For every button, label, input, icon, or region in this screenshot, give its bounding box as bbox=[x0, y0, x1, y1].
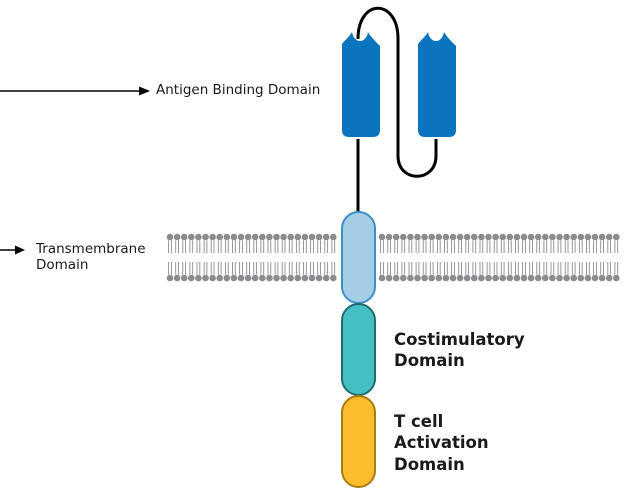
activation-label: T cell Activation Domain bbox=[394, 411, 489, 475]
lipid-molecule bbox=[287, 233, 295, 282]
transmembrane-label-line-2: Domain bbox=[36, 257, 89, 274]
lipid-molecule bbox=[251, 233, 259, 282]
lipid-molecule bbox=[294, 233, 302, 282]
transmembrane-arrow bbox=[0, 245, 25, 255]
lipid-molecule bbox=[613, 233, 620, 282]
lipid-molecule bbox=[166, 233, 174, 282]
transmembrane-domain bbox=[341, 211, 376, 304]
lipid-molecule bbox=[244, 233, 252, 282]
hinge-linker bbox=[356, 6, 438, 215]
lipid-molecule bbox=[549, 233, 556, 282]
lipid-bilayer bbox=[166, 233, 620, 282]
lipid-molecule bbox=[407, 233, 414, 282]
lipid-molecule bbox=[527, 233, 535, 282]
lipid-molecule bbox=[188, 233, 195, 282]
lipid-molecule bbox=[471, 233, 478, 282]
lipid-molecule bbox=[308, 233, 316, 282]
lipid-molecule bbox=[435, 233, 443, 282]
lipid-molecule bbox=[237, 233, 245, 282]
lipid-molecule bbox=[202, 233, 209, 282]
lipid-molecule bbox=[322, 233, 330, 282]
lipid-molecule bbox=[301, 233, 309, 282]
lipid-molecule bbox=[173, 233, 181, 282]
lipid-molecule bbox=[266, 233, 273, 282]
lipid-molecule bbox=[478, 233, 485, 282]
lipid-molecule bbox=[449, 233, 457, 282]
antigen-binding-arrow bbox=[0, 86, 150, 96]
lipid-molecule bbox=[463, 233, 471, 282]
lipid-molecule bbox=[421, 233, 428, 282]
antigen-binding-label: Antigen Binding Domain bbox=[156, 82, 321, 98]
lipid-molecule bbox=[556, 233, 563, 282]
lipid-molecule bbox=[584, 233, 592, 282]
costimulatory-domain bbox=[341, 303, 376, 396]
lipid-molecule bbox=[499, 233, 507, 282]
lipid-molecule bbox=[378, 233, 386, 282]
lipid-molecule bbox=[414, 233, 421, 282]
lipid-molecule bbox=[577, 233, 585, 282]
lipid-molecule bbox=[273, 233, 280, 282]
lipid-molecule bbox=[605, 233, 613, 282]
transmembrane-label: Transmembrane Domain bbox=[36, 241, 146, 273]
lipid-molecule bbox=[195, 233, 202, 282]
antigen-binding-domain-left bbox=[342, 32, 380, 137]
lipid-molecule bbox=[385, 233, 393, 282]
lipid-molecule bbox=[330, 233, 337, 282]
activation-label-line-3: Domain bbox=[394, 454, 465, 474]
lipid-molecule bbox=[563, 233, 570, 282]
lipid-molecule bbox=[485, 233, 492, 282]
lipid-molecule bbox=[591, 233, 599, 282]
lipid-molecule bbox=[315, 233, 323, 282]
antigen-binding-domain-right bbox=[418, 32, 456, 137]
lipid-molecule bbox=[506, 233, 514, 282]
lipid-molecule bbox=[492, 233, 499, 282]
lipid-molecule bbox=[223, 233, 231, 282]
lipid-molecule bbox=[216, 233, 223, 282]
lipid-molecule bbox=[230, 233, 238, 282]
lipid-molecule bbox=[534, 233, 542, 282]
lipid-molecule bbox=[442, 233, 450, 282]
lipid-molecule bbox=[392, 233, 400, 282]
activation-label-line-2: Activation bbox=[394, 433, 489, 453]
transmembrane-label-line-1: Transmembrane bbox=[36, 241, 146, 257]
lipid-molecule bbox=[456, 233, 464, 282]
lipid-molecule bbox=[513, 233, 521, 282]
lipid-molecule bbox=[570, 233, 577, 282]
lipid-molecule bbox=[280, 233, 287, 282]
costimulatory-label: Costimulatory Domain bbox=[394, 329, 525, 372]
lipid-molecule bbox=[209, 233, 216, 282]
lipid-molecule bbox=[400, 233, 407, 282]
lipid-molecule bbox=[520, 233, 528, 282]
lipid-molecule bbox=[259, 233, 266, 282]
costimulatory-label-line-2: Domain bbox=[394, 351, 465, 371]
activation-domain bbox=[341, 395, 376, 488]
lipid-molecule bbox=[180, 233, 188, 282]
activation-label-line-1: T cell bbox=[394, 412, 444, 431]
lipid-molecule bbox=[428, 233, 436, 282]
lipid-molecule bbox=[598, 233, 606, 282]
lipid-molecule bbox=[542, 233, 549, 282]
costimulatory-label-line-1: Costimulatory bbox=[394, 330, 525, 349]
